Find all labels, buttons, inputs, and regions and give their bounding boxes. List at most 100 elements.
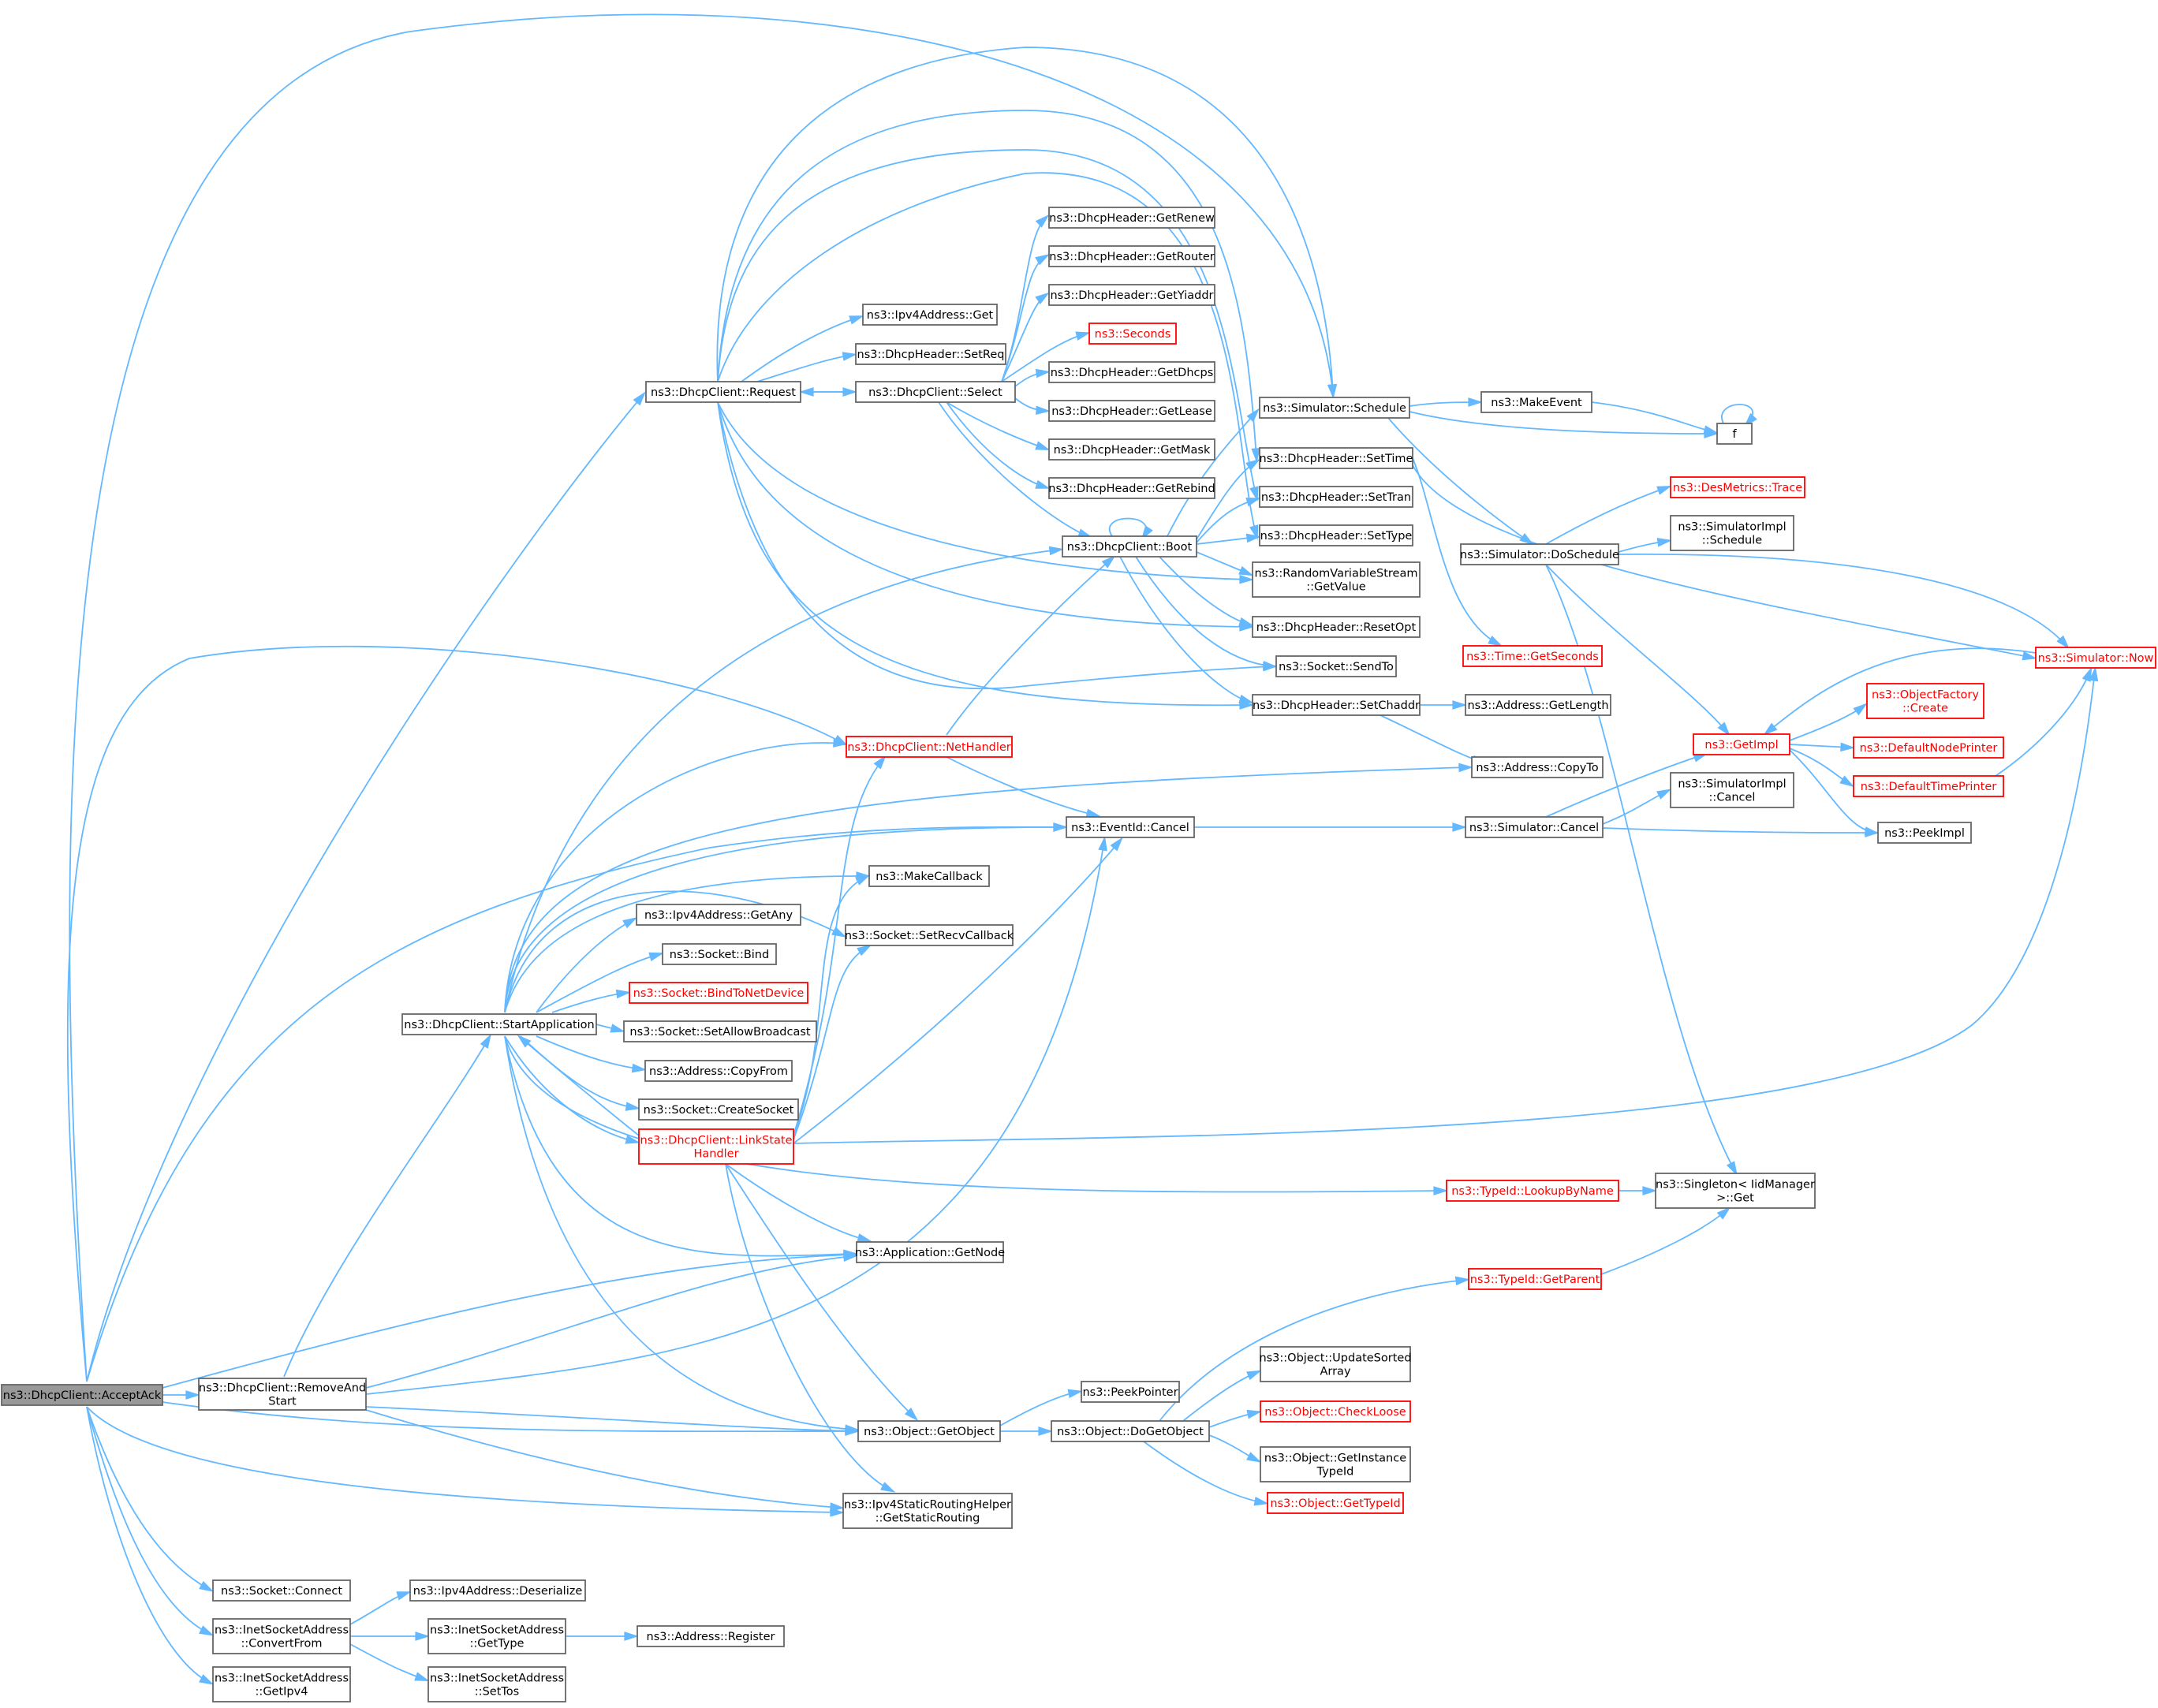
node-createsocket[interactable]: ns3::Socket::CreateSocket — [638, 1098, 799, 1121]
node-boot[interactable]: ns3::DhcpClient::Boot — [1062, 535, 1197, 558]
node-f[interactable]: f — [1716, 423, 1753, 445]
node-settime[interactable]: ns3::DhcpHeader::SetTime — [1259, 447, 1413, 469]
node-select[interactable]: ns3::DhcpClient::Select — [855, 381, 1016, 403]
node-label: ns3::Ipv4Address::Deserialize — [413, 1585, 583, 1598]
node-now[interactable]: ns3::Simulator::Now — [2035, 647, 2156, 669]
node-label: ns3::Object::CheckLoose — [1264, 1406, 1406, 1419]
node-label: ns3::DhcpHeader::GetRouter — [1049, 251, 1215, 263]
node-desmetrics[interactable]: ns3::DesMetrics::Trace — [1670, 476, 1805, 498]
edge-startapp-to-appgetnode — [504, 1035, 859, 1259]
node-settran[interactable]: ns3::DhcpHeader::SetTran — [1259, 486, 1413, 508]
node-ipv4deserialize[interactable]: ns3::Ipv4Address::Deserialize — [409, 1579, 586, 1602]
node-label: ns3::Socket::BindToNetDevice — [633, 987, 805, 1000]
node-timegetseconds[interactable]: ns3::Time::GetSeconds — [1462, 645, 1603, 667]
node-getrenew[interactable]: ns3::DhcpHeader::GetRenew — [1048, 207, 1215, 229]
node-inetsettos[interactable]: ns3::InetSocketAddress::SetTos — [427, 1666, 566, 1702]
node-convertfrom[interactable]: ns3::InetSocketAddress::ConvertFrom — [212, 1618, 351, 1654]
node-getyiaddr[interactable]: ns3::DhcpHeader::GetYiaddr — [1048, 284, 1215, 306]
edge-startapp-to-createsocket — [520, 1035, 641, 1111]
node-bindtonetdevice[interactable]: ns3::Socket::BindToNetDevice — [629, 982, 808, 1004]
edge-boot-to-sendto — [1135, 556, 1278, 670]
node-makeevent[interactable]: ns3::MakeEvent — [1480, 391, 1592, 413]
node-getdhcps[interactable]: ns3::DhcpHeader::GetDhcps — [1048, 361, 1215, 383]
edge-request-to-ipv4get — [741, 315, 864, 382]
node-label: ns3::DefaultTimePrinter — [1861, 781, 1996, 793]
node-objfactory[interactable]: ns3::ObjectFactory::Create — [1866, 683, 1984, 719]
node-label: ns3::DhcpClient::RemoveAnd — [199, 1382, 366, 1395]
node-peekpointer[interactable]: ns3::PeekPointer — [1081, 1381, 1180, 1403]
node-socketbind[interactable]: ns3::Socket::Bind — [662, 943, 777, 965]
edge-startapp-to-socketbind — [536, 952, 664, 1013]
node-acceptack[interactable]: ns3::DhcpClient::AcceptAck — [1, 1384, 163, 1406]
node-doschedule[interactable]: ns3::Simulator::DoSchedule — [1460, 543, 1619, 565]
edge-select-to-getyiaddr — [1001, 292, 1050, 382]
node-getlease[interactable]: ns3::DhcpHeader::GetLease — [1048, 400, 1215, 422]
node-label: ns3::DhcpClient::LinkState — [640, 1135, 792, 1147]
node-getobject[interactable]: ns3::Object::GetObject — [857, 1420, 1001, 1442]
node-getimpl[interactable]: ns3::GetImpl — [1693, 733, 1790, 755]
node-label: ns3::DhcpClient::Boot — [1067, 541, 1193, 554]
node-label: ns3::DhcpHeader::SetTran — [1261, 491, 1411, 504]
node-dogetobject[interactable]: ns3::Object::DoGetObject — [1051, 1420, 1210, 1442]
edge-acceptack-to-removeandstart — [162, 1390, 201, 1400]
node-ipv4get[interactable]: ns3::Ipv4Address::Get — [862, 304, 998, 326]
node-label: ::GetIpv4 — [256, 1686, 308, 1699]
node-seconds[interactable]: ns3::Seconds — [1088, 323, 1177, 345]
node-label: ns3::Ipv4Address::Get — [867, 309, 994, 322]
node-getany[interactable]: ns3::Ipv4Address::GetAny — [636, 904, 801, 926]
node-label: ns3::Socket::SetAllowBroadcast — [629, 1026, 811, 1039]
node-setchaddr[interactable]: ns3::DhcpHeader::SetChaddr — [1252, 694, 1421, 716]
node-setrecvcallback[interactable]: ns3::Socket::SetRecvCallback — [845, 924, 1014, 946]
node-defnodeprinter[interactable]: ns3::DefaultNodePrinter — [1853, 737, 2004, 759]
node-checkloose[interactable]: ns3::Object::CheckLoose — [1260, 1400, 1411, 1423]
node-inetgettype[interactable]: ns3::InetSocketAddress::GetType — [427, 1618, 566, 1654]
node-simimplschedule[interactable]: ns3::SimulatorImpl::Schedule — [1670, 515, 1794, 551]
node-lookupbyname[interactable]: ns3::TypeId::LookupByName — [1446, 1180, 1619, 1202]
edge-startapp-to-eventcancel — [504, 822, 1069, 1013]
node-getrouter[interactable]: ns3::DhcpHeader::GetRouter — [1048, 245, 1215, 267]
node-peekimpl[interactable]: ns3::PeekImpl — [1877, 822, 1972, 844]
node-label: ns3::Socket::SetRecvCallback — [845, 930, 1014, 942]
node-singletonget[interactable]: ns3::Singleton< IidManager >::Get — [1655, 1173, 1816, 1209]
node-getrebind[interactable]: ns3::DhcpHeader::GetRebind — [1048, 477, 1215, 499]
node-resetopt[interactable]: ns3::DhcpHeader::ResetOpt — [1252, 616, 1421, 638]
node-addrcopyfrom[interactable]: ns3::Address::CopyFrom — [644, 1060, 793, 1082]
node-appgetnode[interactable]: ns3::Application::GetNode — [855, 1241, 1005, 1263]
node-label: f — [1732, 428, 1737, 441]
node-addrgetlength[interactable]: ns3::Address::GetLength — [1465, 694, 1611, 716]
node-setallowbroadcast[interactable]: ns3::Socket::SetAllowBroadcast — [623, 1020, 817, 1042]
node-label: ns3::DhcpHeader::ResetOpt — [1256, 621, 1417, 634]
edge-linkstate-to-startapp — [517, 1035, 640, 1136]
edge-acceptack-to-inetgetipv4 — [86, 1406, 215, 1685]
node-nethandler[interactable]: ns3::DhcpClient::NetHandler — [846, 736, 1013, 758]
node-getstaticrouting[interactable]: ns3::Ipv4StaticRoutingHelper::GetStaticR… — [842, 1493, 1013, 1529]
edge-select-to-getlease — [1014, 397, 1051, 415]
node-socketconnect[interactable]: ns3::Socket::Connect — [212, 1579, 351, 1602]
node-simimplcancel[interactable]: ns3::SimulatorImpl::Cancel — [1670, 772, 1794, 808]
node-inetgetipv4[interactable]: ns3::InetSocketAddress::GetIpv4 — [212, 1666, 351, 1702]
node-settype[interactable]: ns3::DhcpHeader::SetType — [1259, 524, 1413, 546]
edge-dogetobject-to-gettypeid — [1143, 1441, 1269, 1506]
node-schedule[interactable]: ns3::Simulator::Schedule — [1259, 397, 1410, 419]
node-eventcancel[interactable]: ns3::EventId::Cancel — [1066, 816, 1195, 838]
node-addrregister[interactable]: ns3::Address::Register — [637, 1625, 785, 1647]
node-setreq[interactable]: ns3::DhcpHeader::SetReq — [855, 343, 1006, 365]
edge-acceptack-to-convertfrom — [86, 1406, 215, 1636]
node-getmask[interactable]: ns3::DhcpHeader::GetMask — [1048, 438, 1215, 461]
node-request[interactable]: ns3::DhcpClient::Request — [645, 381, 801, 403]
node-makecallback[interactable]: ns3::MakeCallback — [868, 865, 990, 887]
node-addrcopyto[interactable]: ns3::Address::CopyTo — [1471, 756, 1604, 778]
node-label: ns3::Simulator::DoSchedule — [1460, 549, 1619, 561]
edge-schedule-to-makeevent — [1409, 397, 1484, 407]
node-simcancel[interactable]: ns3::Simulator::Cancel — [1465, 816, 1604, 838]
node-sendto[interactable]: ns3::Socket::SendTo — [1275, 655, 1397, 677]
node-rvsgetvalue[interactable]: ns3::RandomVariableStream::GetValue — [1252, 561, 1421, 598]
node-startapp[interactable]: ns3::DhcpClient::StartApplication — [401, 1013, 597, 1035]
node-gettypeid[interactable]: ns3::Object::GetTypeId — [1267, 1492, 1404, 1514]
node-deftimeprinter[interactable]: ns3::DefaultTimePrinter — [1853, 775, 2004, 797]
node-getparent[interactable]: ns3::TypeId::GetParent — [1468, 1268, 1602, 1290]
